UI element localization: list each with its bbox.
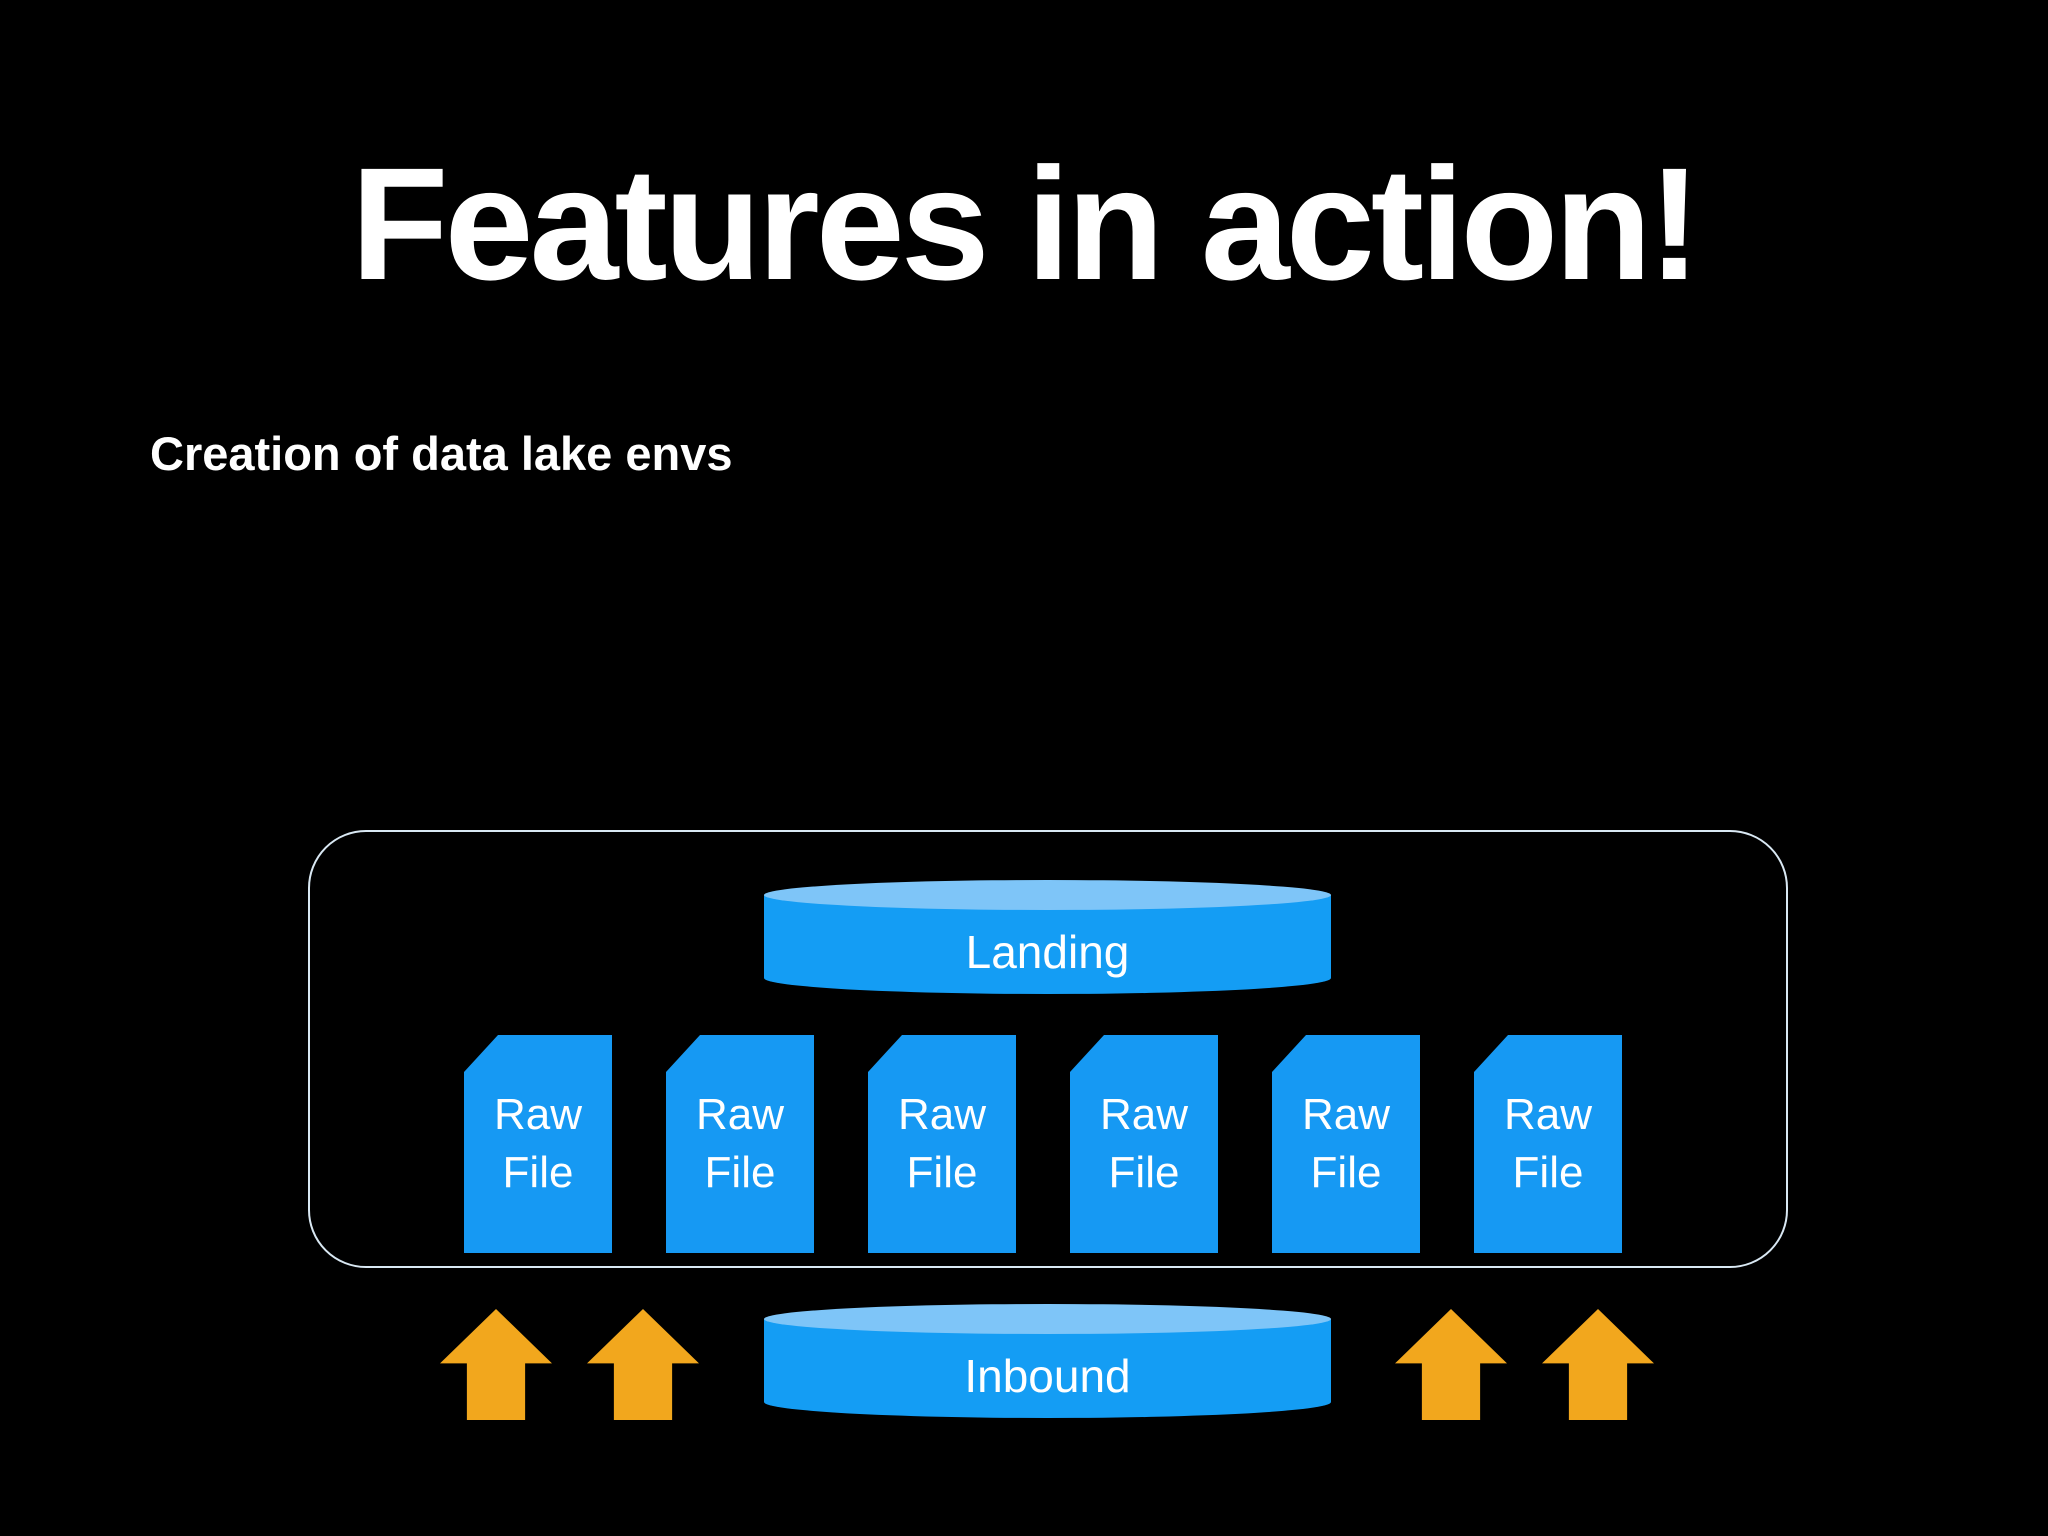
cylinder-top-ellipse-icon [764,1304,1331,1334]
raw-file-label-line2: File [906,1148,978,1197]
up-arrow-icon [440,1309,552,1420]
raw-file-label-line2: File [1310,1148,1382,1197]
cylinder-body: Inbound [764,1319,1331,1418]
up-arrow-icon [1395,1309,1507,1420]
raw-file-label-line1: Raw [1099,1090,1189,1139]
cylinder-top-ellipse-icon [764,880,1331,910]
landing-datastore-cylinder: Landing [764,880,1331,994]
up-arrow-icon [587,1309,699,1420]
cylinder-body: Landing [764,895,1331,994]
raw-file-label-line2: File [704,1148,776,1197]
slide-title: Features in action! [350,134,1702,313]
inbound-datastore-cylinder: Inbound [764,1304,1331,1418]
raw-file-icon: Raw File [868,1035,1016,1253]
data-lake-container [308,830,1788,1268]
raw-file-label-line2: File [502,1148,574,1197]
inbound-label: Inbound [964,1349,1131,1402]
raw-file-label-line1: Raw [897,1090,987,1139]
raw-file-label-line1: Raw [1503,1090,1593,1139]
raw-file-label-line1: Raw [493,1090,583,1139]
raw-file-icon: Raw File [1070,1035,1218,1253]
raw-file-label-line1: Raw [1301,1090,1391,1139]
raw-file-label-line1: Raw [695,1090,785,1139]
raw-file-icon: Raw File [666,1035,814,1253]
raw-file-icon: Raw File [1272,1035,1420,1253]
raw-file-label-line2: File [1108,1148,1180,1197]
slide-subtitle: Creation of data lake envs [150,427,733,480]
raw-file-icon: Raw File [464,1035,612,1253]
raw-file-label-line2: File [1512,1148,1584,1197]
raw-file-icon: Raw File [1474,1035,1622,1253]
landing-label: Landing [965,925,1130,978]
up-arrow-icon [1542,1309,1654,1420]
